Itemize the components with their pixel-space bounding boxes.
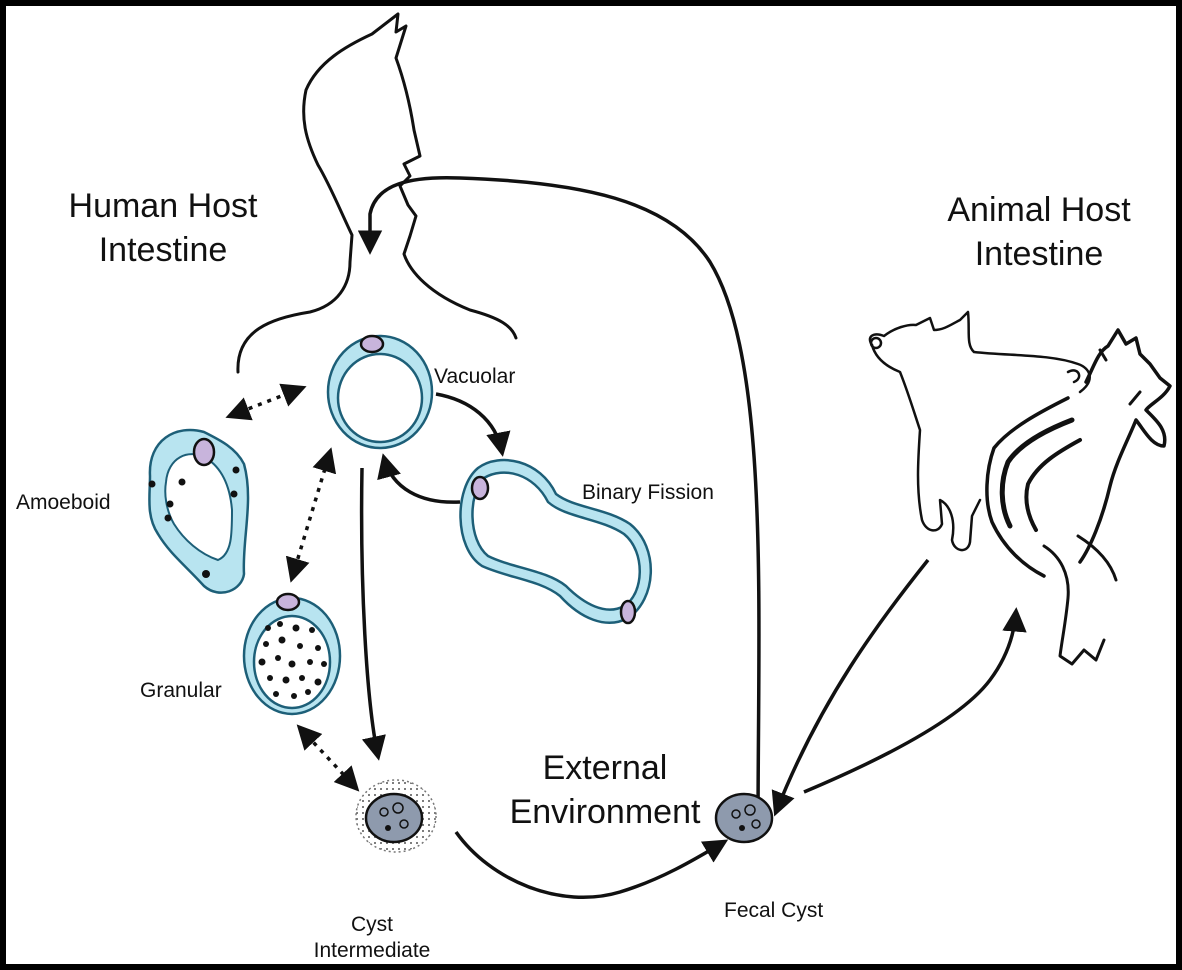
external-label-line2: Environment xyxy=(500,790,710,834)
granular-vacuolar-dotted-arrow xyxy=(292,452,330,578)
amoeboid-cell xyxy=(149,430,249,593)
cyst-label-line1: Cyst xyxy=(302,912,442,938)
fecal-cyst-cell xyxy=(716,794,772,842)
fission-to-vacuolar-arrow xyxy=(384,458,460,502)
granular-cell xyxy=(244,594,340,714)
pig-icon xyxy=(870,312,1090,550)
human-silhouette-icon xyxy=(238,14,516,372)
vacuolar-to-cyst-arrow xyxy=(362,468,378,756)
human-host-label-line1: Human Host xyxy=(48,184,278,228)
animal-host-label: Animal Host Intestine xyxy=(924,188,1154,276)
animal-host-label-line1: Animal Host xyxy=(924,188,1154,232)
cyst-to-fecal-arrow xyxy=(456,832,724,897)
amoeboid-label: Amoeboid xyxy=(16,490,111,516)
external-label-line1: External xyxy=(500,746,710,790)
human-host-label-line2: Intestine xyxy=(48,228,278,272)
granular-cyst-dotted-arrow xyxy=(300,728,356,788)
cyst-label-line2: Intermediate xyxy=(302,938,442,964)
external-environment-label: External Environment xyxy=(500,746,710,834)
human-host-label: Human Host Intestine xyxy=(48,184,278,272)
animal-to-fecal-arrow xyxy=(776,560,928,812)
vacuolar-cell xyxy=(328,336,432,448)
cyst-intermediate-cell xyxy=(356,780,436,852)
cyst-intermediate-label: Cyst Intermediate xyxy=(302,912,442,964)
fecal-cyst-label: Fecal Cyst xyxy=(724,898,823,924)
binary-fission-label: Binary Fission xyxy=(582,480,714,506)
vacuolar-to-fission-arrow xyxy=(436,394,502,452)
animal-host-label-line2: Intestine xyxy=(924,232,1154,276)
granular-label: Granular xyxy=(140,678,222,704)
amoeboid-vacuolar-dotted-arrow xyxy=(230,388,302,416)
vacuolar-label: Vacuolar xyxy=(434,364,515,390)
fecal-to-animal-arrow xyxy=(804,612,1016,792)
